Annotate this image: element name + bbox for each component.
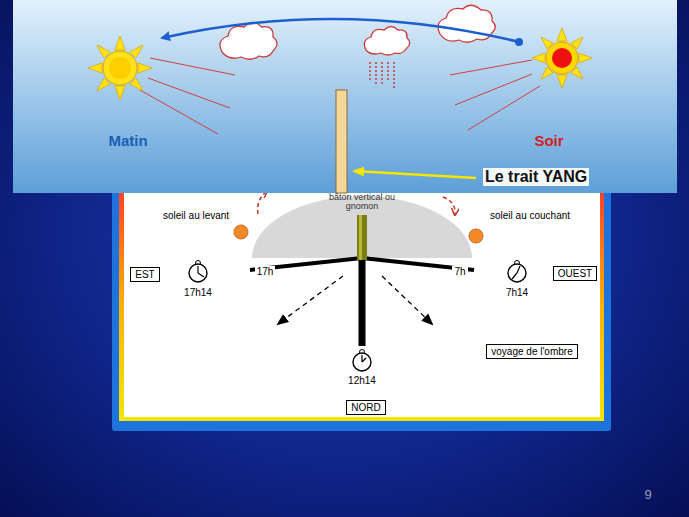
time-label: Matin [108,132,147,149]
time-label: 12h14 [348,375,376,387]
hour-label: 7h [452,266,467,278]
gnomon-label: bâton vertical ou gnomon [317,193,407,212]
box-text: voyage de l'ombre [491,346,572,357]
label-box: NORD [346,400,385,415]
time-label: 17h14 [184,287,212,299]
page-number: 9 [644,488,651,503]
callout-label: Le trait YANG [483,168,589,186]
box-text: EST [135,269,154,280]
time-label: Soir [534,132,563,149]
label-box: EST [130,267,159,282]
sun-label: soleil au levant [163,210,229,222]
time-label: 7h14 [506,287,528,299]
hour-label: 17h [255,266,276,278]
sun-label: soleil au couchant [490,210,570,222]
box-text: OUEST [558,268,592,279]
box-text: NORD [351,402,380,413]
label-box: OUEST [553,266,597,281]
label-box: voyage de l'ombre [486,344,577,359]
